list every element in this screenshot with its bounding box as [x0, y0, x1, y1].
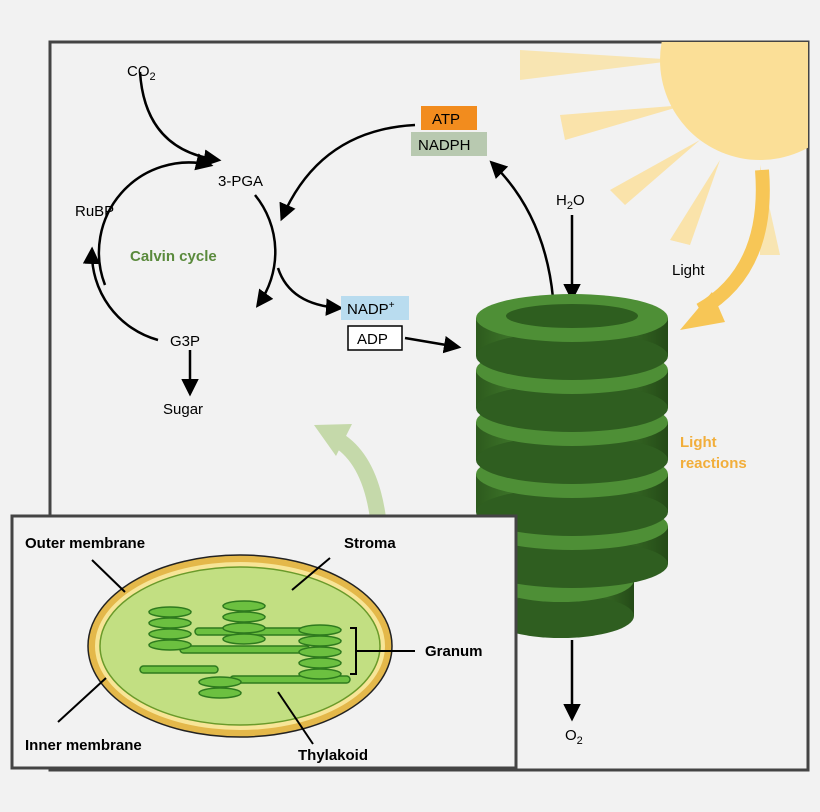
inner-membrane-label: Inner membrane: [25, 737, 142, 754]
adp-box: [347, 325, 403, 351]
pga-label: 3-PGA: [218, 173, 263, 190]
nadp-box: [341, 296, 409, 320]
granum-stack: [476, 294, 668, 638]
calvin-cycle: [82, 71, 581, 722]
chloroplast-inset: Outer membrane Stroma Granum Inner membr…: [10, 514, 518, 770]
granum-label: Granum: [425, 643, 483, 660]
h2o-label: H2O: [556, 192, 585, 212]
atp-box: [421, 106, 477, 130]
light-reactions-line2: reactions: [680, 455, 747, 472]
adp-label: ADP: [357, 331, 388, 348]
light-arrow: [680, 169, 770, 330]
light-reactions-line1: Light: [680, 434, 717, 451]
inset-arrow: [314, 424, 386, 520]
light-label: Light: [672, 262, 705, 279]
co2-label: CO2: [127, 63, 156, 83]
rubp-label: RuBP: [75, 203, 114, 220]
thylakoid-stacks: [139, 600, 351, 699]
atp-label: ATP: [432, 111, 460, 128]
sugar-label: Sugar: [163, 401, 203, 418]
nadph-label: NADPH: [418, 137, 471, 154]
o2-label: O2: [565, 727, 583, 747]
nadp-label: NADP+: [347, 300, 395, 318]
stroma-label: Stroma: [344, 535, 396, 552]
calvin-cycle-title: Calvin cycle: [130, 248, 217, 265]
outer-membrane-label: Outer membrane: [25, 535, 145, 552]
inset-leader-lines: [57, 557, 415, 745]
nadph-box: [411, 132, 487, 156]
g3p-label: G3P: [170, 333, 200, 350]
sun-icon: [520, 42, 808, 255]
thylakoid-label: Thylakoid: [298, 747, 368, 764]
